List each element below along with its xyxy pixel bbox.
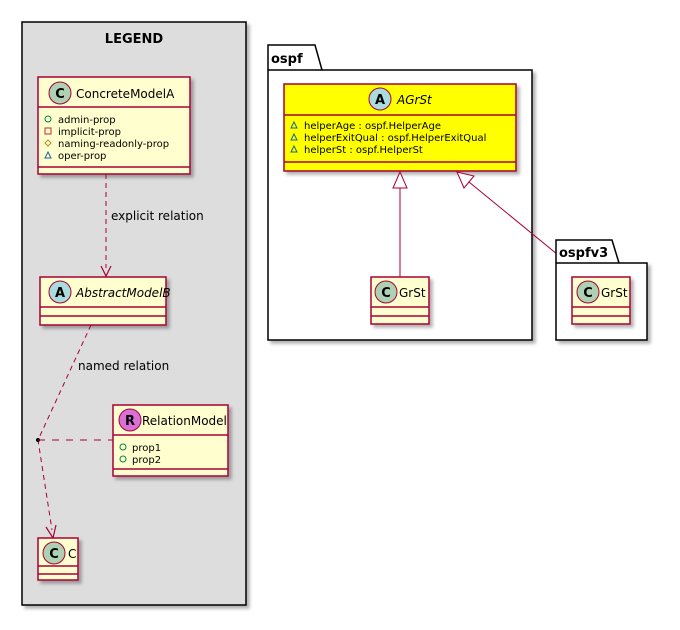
package-name: ospf (271, 52, 303, 67)
inheritance-arrowhead (456, 171, 475, 189)
relation-stereotype-icon (118, 408, 142, 432)
public-visibility-icon (44, 115, 52, 123)
class-name: AGrSt (396, 93, 433, 107)
class-agrst[interactable]: A AGrSt helperAge : ospf.HelperAge helpe… (283, 83, 517, 172)
attribute-label: helperExitQual : ospf.HelperExitQual (304, 133, 486, 144)
attribute-label: helperAge : ospf.HelperAge (304, 121, 441, 132)
class-relation-model[interactable]: R RelationModel prop1 prop2 (112, 404, 229, 477)
public-visibility-icon (119, 443, 127, 451)
class-name: C (68, 547, 76, 561)
package-visibility-icon (290, 144, 298, 153)
class-name: GrSt (601, 286, 628, 300)
class-stereotype-icon (42, 541, 66, 565)
class-name: ConcreteModelA (76, 87, 175, 101)
class-name: GrSt (399, 286, 426, 300)
package-ospfv3[interactable]: ospfv3 (555, 239, 648, 341)
attribute-label: helperSt : ospf.HelperSt (304, 145, 423, 156)
abstract-stereotype-icon (48, 280, 72, 304)
attribute-label: oper-prop (58, 151, 106, 162)
public-visibility-icon (119, 455, 127, 463)
class-grst-ospfv3[interactable]: C GrSt (571, 276, 631, 325)
explicit-relation-label: explicit relation (111, 209, 204, 223)
class-name: RelationModel (142, 414, 227, 428)
protected-visibility-icon (44, 139, 52, 147)
package-visibility-icon (290, 132, 298, 141)
attribute-label: prop1 (132, 443, 161, 454)
attribute-label: prop2 (132, 455, 161, 466)
class-name: AbstractModelB (75, 286, 171, 300)
stereotype-letter: A (375, 93, 385, 108)
dependency-arrowhead (100, 265, 112, 278)
class-concrete-model-a[interactable]: C ConcreteModelA admin-prop implicit-pro… (37, 76, 191, 175)
class-abstract-model-b[interactable]: A AbstractModelB (39, 276, 171, 326)
attribute-label: naming-readonly-prop (58, 139, 169, 150)
abstract-stereotype-icon (368, 87, 392, 111)
package-name: ospfv3 (559, 246, 608, 261)
stereotype-letter: C (55, 87, 65, 102)
class-c[interactable]: C C (37, 537, 79, 581)
class-stereotype-icon (48, 81, 72, 105)
package-visibility-icon (290, 120, 298, 129)
inheritance-arrowhead (392, 170, 408, 189)
class-grst-ospf[interactable]: C GrSt (370, 276, 430, 325)
stereotype-letter: C (583, 286, 593, 301)
stereotype-letter: C (381, 286, 391, 301)
class-stereotype-icon (374, 280, 398, 304)
attribute-label: admin-prop (58, 115, 116, 126)
legend-title: LEGEND (105, 32, 164, 47)
named-relation-label: named relation (78, 359, 169, 373)
package-visibility-icon (44, 150, 52, 159)
stereotype-letter: A (55, 286, 65, 301)
private-visibility-icon (44, 127, 52, 135)
attribute-label: implicit-prop (58, 127, 121, 138)
class-stereotype-icon (576, 280, 600, 304)
stereotype-letter: C (49, 547, 59, 562)
stereotype-letter: R (125, 414, 135, 429)
